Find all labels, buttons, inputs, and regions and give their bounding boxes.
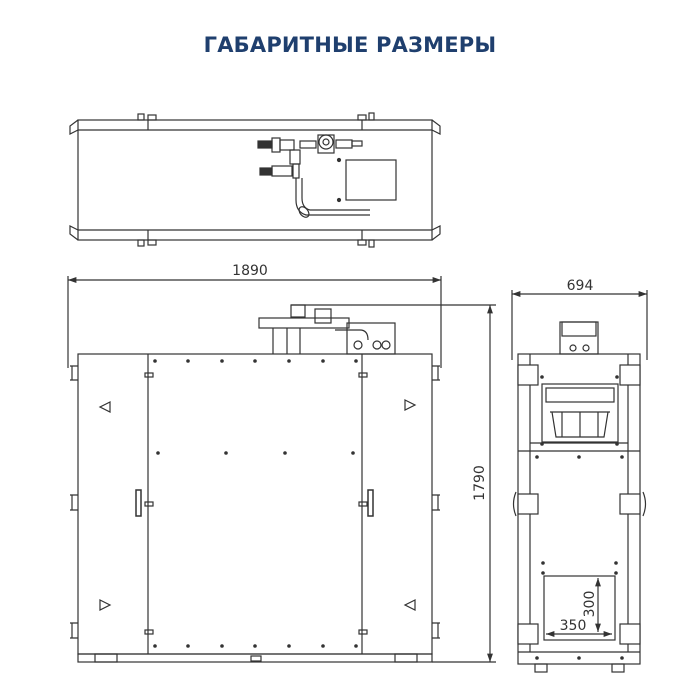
side-view bbox=[511, 290, 648, 673]
top-view bbox=[69, 112, 441, 248]
width-dimension-label: 1890 bbox=[232, 263, 268, 279]
opening-height-label: 300 bbox=[582, 591, 598, 618]
control-box-top bbox=[345, 159, 397, 201]
page-title: ГАБАРИТНЫЕ РАЗМЕРЫ bbox=[203, 33, 497, 57]
bottom-opening bbox=[543, 575, 616, 641]
depth-dimension-label: 694 bbox=[567, 278, 594, 294]
valve-assembly bbox=[257, 134, 370, 218]
front-view bbox=[67, 276, 496, 663]
height-dimension-label: 1790 bbox=[472, 465, 488, 501]
opening-width-label: 350 bbox=[560, 618, 587, 634]
